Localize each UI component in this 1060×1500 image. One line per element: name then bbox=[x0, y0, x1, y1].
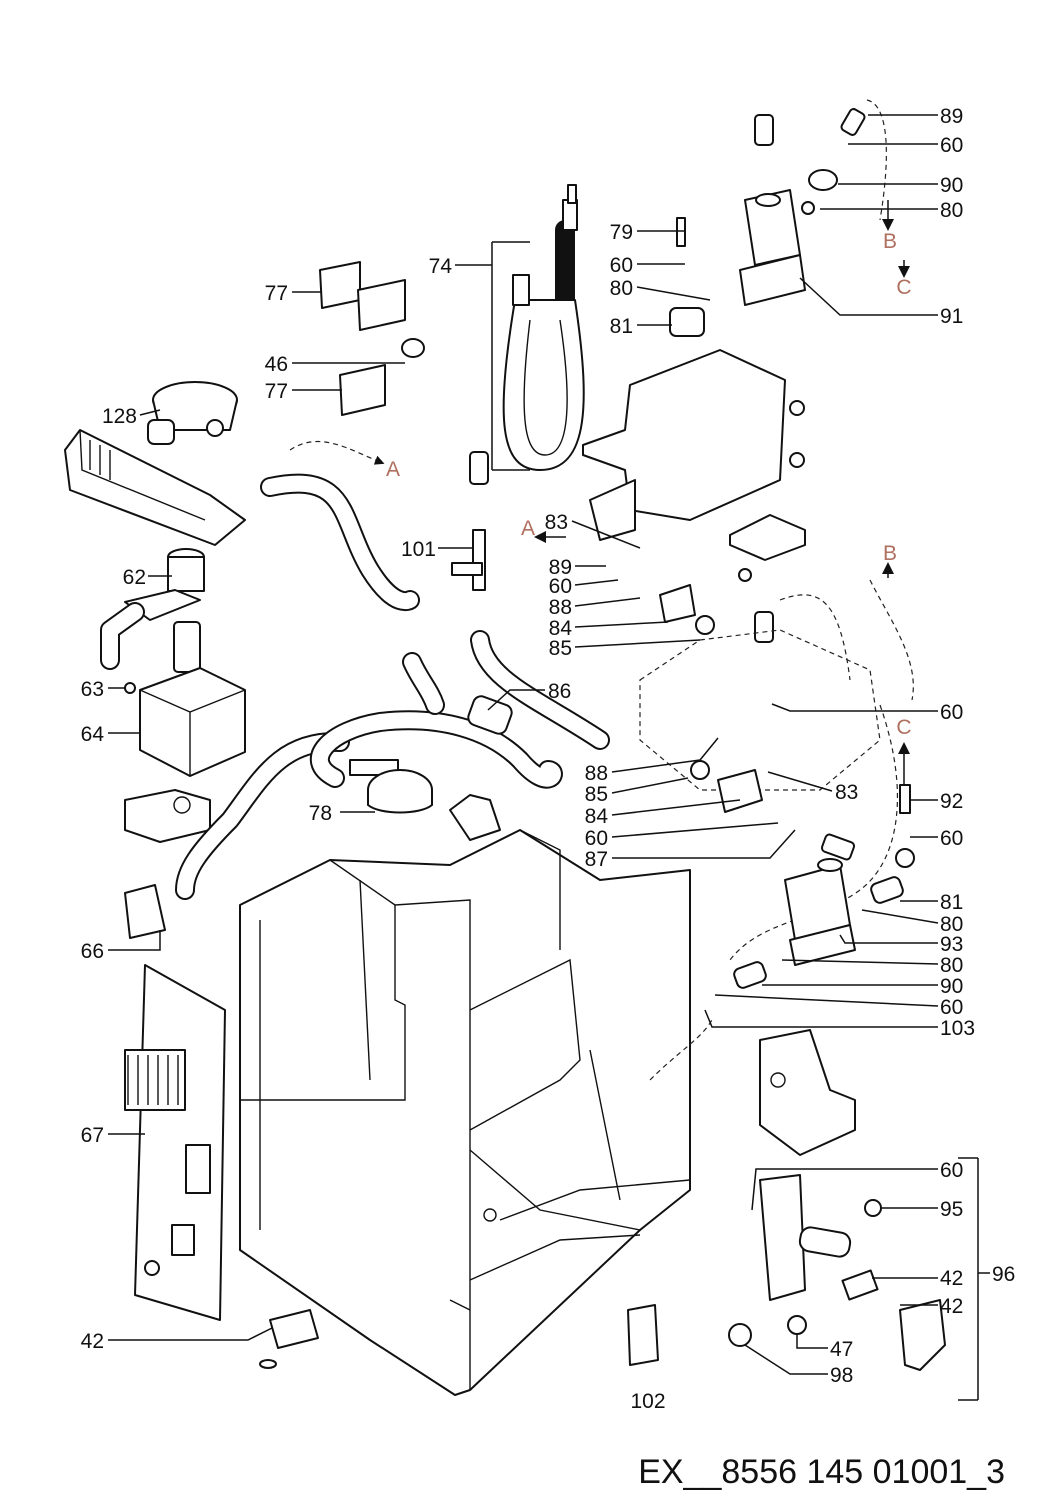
part-number-80: 80 bbox=[940, 913, 963, 936]
part-number-60: 60 bbox=[940, 1159, 963, 1182]
part-number-63: 63 bbox=[81, 678, 104, 701]
part-number-60: 60 bbox=[940, 134, 963, 157]
part-number-64: 64 bbox=[81, 723, 105, 746]
part-number-103: 103 bbox=[940, 1017, 975, 1040]
part-number-87: 87 bbox=[585, 848, 608, 871]
part-number-60: 60 bbox=[940, 996, 963, 1019]
thermoblock-heater bbox=[455, 184, 585, 471]
connection-reference-A: A bbox=[386, 458, 400, 481]
part-number-77: 77 bbox=[265, 380, 288, 403]
drain-valve-assembly bbox=[728, 1029, 946, 1371]
solenoid-valve-top bbox=[739, 108, 866, 306]
part-number-81: 81 bbox=[610, 315, 633, 338]
part-number-98: 98 bbox=[830, 1364, 853, 1387]
part-number-101: 101 bbox=[401, 538, 436, 561]
part-number-83: 83 bbox=[835, 781, 858, 804]
part-number-102: 102 bbox=[630, 1390, 665, 1413]
part-number-67: 67 bbox=[81, 1124, 104, 1147]
part-number-47: 47 bbox=[830, 1338, 853, 1361]
part-number-60: 60 bbox=[610, 254, 633, 277]
main-housing bbox=[239, 794, 691, 1396]
part-number-83: 83 bbox=[545, 511, 568, 534]
control-board bbox=[124, 964, 226, 1321]
part-number-78: 78 bbox=[309, 802, 332, 825]
part-number-74: 74 bbox=[429, 255, 453, 278]
connection-reference-B: B bbox=[883, 230, 897, 253]
part-number-84: 84 bbox=[549, 617, 573, 640]
part-number-42: 42 bbox=[940, 1295, 963, 1318]
hoses bbox=[175, 114, 856, 900]
part-number-77: 77 bbox=[265, 282, 288, 305]
part-number-89: 89 bbox=[549, 556, 572, 579]
part-number-46: 46 bbox=[265, 353, 288, 376]
part-number-90: 90 bbox=[940, 975, 963, 998]
part-number-60: 60 bbox=[940, 701, 963, 724]
part-number-85: 85 bbox=[585, 783, 608, 806]
connection-reference-B: B bbox=[883, 542, 897, 565]
part-number-88: 88 bbox=[549, 596, 572, 619]
tee-filter-flowmeter bbox=[349, 529, 513, 814]
pump-assembly bbox=[100, 548, 246, 843]
part-number-93: 93 bbox=[940, 933, 963, 956]
connection-reference-C: C bbox=[896, 276, 911, 299]
part-number-96: 96 bbox=[992, 1263, 1015, 1286]
leader-lines bbox=[108, 114, 990, 1401]
mounting-bracket bbox=[582, 349, 806, 582]
part-number-95: 95 bbox=[940, 1198, 963, 1221]
connection-reference-A: A bbox=[521, 517, 535, 540]
drawing bbox=[64, 99, 990, 1401]
part-number-92: 92 bbox=[940, 790, 963, 813]
document-id: EX__8556 145 01001_3 bbox=[638, 1453, 1005, 1491]
part-number-85: 85 bbox=[549, 637, 572, 660]
part-number-80: 80 bbox=[610, 277, 633, 300]
part-number-81: 81 bbox=[940, 891, 963, 914]
part-number-84: 84 bbox=[585, 805, 609, 828]
part-number-80: 80 bbox=[940, 199, 963, 222]
part-number-60: 60 bbox=[549, 575, 572, 598]
water-tray-assembly bbox=[64, 381, 246, 546]
solenoid-valve-middle bbox=[733, 784, 915, 989]
part-number-42: 42 bbox=[81, 1330, 104, 1353]
part-number-88: 88 bbox=[585, 762, 608, 785]
part-number-90: 90 bbox=[940, 174, 963, 197]
part-number-128: 128 bbox=[102, 405, 137, 428]
part-number-60: 60 bbox=[940, 827, 963, 850]
part-number-80: 80 bbox=[940, 954, 963, 977]
part-number-86: 86 bbox=[548, 680, 571, 703]
part-number-60: 60 bbox=[585, 827, 608, 850]
part-number-91: 91 bbox=[940, 305, 963, 328]
small-parts bbox=[124, 217, 763, 1369]
part-number-42: 42 bbox=[940, 1267, 963, 1290]
part-number-62: 62 bbox=[123, 566, 146, 589]
part-number-89: 89 bbox=[940, 105, 963, 128]
brew-unit-outline bbox=[639, 99, 914, 1081]
connection-reference-C: C bbox=[896, 716, 911, 739]
part-number-79: 79 bbox=[610, 221, 633, 244]
part-number-66: 66 bbox=[81, 940, 104, 963]
